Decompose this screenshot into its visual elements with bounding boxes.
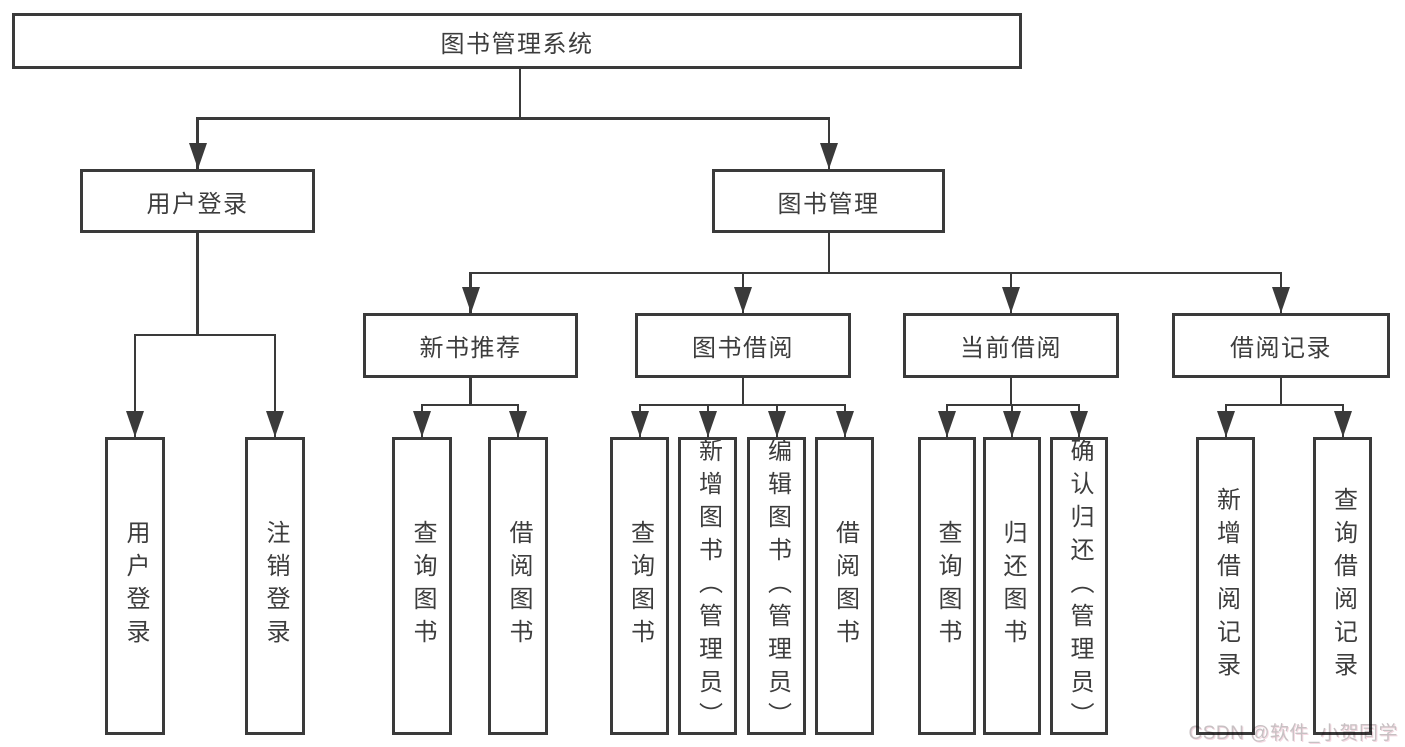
leaf-query-borrow-record: 查询借阅记录 (1313, 437, 1372, 735)
node-book-management: 图书管理 (712, 169, 945, 233)
connector-line (827, 233, 831, 274)
connector-line (133, 334, 137, 437)
arrow-down-icon (461, 287, 480, 313)
leaf-return-books: 归还图书 (983, 437, 1041, 735)
node-label: 用户登录 (146, 190, 249, 218)
arrow-down-icon (836, 411, 854, 437)
node-label: 图书管理 (777, 190, 880, 218)
leaf-query-books-borrow: 查询图书 (610, 437, 669, 735)
node-label: 注销登录 (262, 520, 289, 652)
leaf-edit-books-admin: 编辑图书（管理员） (747, 437, 806, 735)
node-user-login: 用户登录 (80, 169, 315, 233)
node-book-borrowing: 图书借阅 (635, 313, 851, 378)
leaf-logout-login: 注销登录 (245, 437, 305, 735)
node-label: 查询图书 (626, 520, 654, 652)
node-label: 借阅记录 (1230, 335, 1332, 362)
connector-line (273, 334, 277, 437)
node-label: 编辑图书（管理员） (763, 437, 791, 735)
connector-line (469, 271, 1283, 274)
connector-line (196, 233, 199, 336)
connector-line (1009, 378, 1013, 406)
connector-line (638, 403, 847, 406)
node-label: 用户登录 (122, 520, 149, 652)
connector-line (469, 378, 472, 406)
leaf-add-borrow-record: 新增借阅记录 (1196, 437, 1255, 735)
leaf-borrow-books-recommend: 借阅图书 (488, 437, 548, 735)
node-label: 查询图书 (934, 520, 961, 652)
node-label: 查询借阅记录 (1329, 487, 1357, 685)
connector-line (1279, 378, 1283, 406)
node-label: 借阅图书 (505, 520, 532, 652)
connector-line (195, 117, 831, 120)
connector-line (133, 333, 277, 336)
node-label: 新增图书（管理员） (694, 437, 722, 735)
node-borrowing-records: 借阅记录 (1172, 313, 1390, 378)
node-label: 借阅图书 (831, 520, 859, 652)
connector-line (420, 403, 520, 406)
node-label: 确认归还（管理员） (1066, 437, 1093, 735)
leaf-borrow-books-borrow: 借阅图书 (815, 437, 874, 735)
node-current-borrowing: 当前借阅 (903, 313, 1119, 378)
connector-line (518, 69, 522, 119)
arrow-down-icon (938, 411, 956, 437)
watermark: CSDN @软件_小贺同学 (1188, 723, 1398, 744)
arrow-down-icon (820, 143, 838, 169)
arrow-down-icon (509, 411, 527, 437)
arrow-down-icon (126, 411, 144, 437)
arrow-down-icon (188, 143, 207, 169)
leaf-query-books-current: 查询图书 (918, 437, 976, 735)
leaf-confirm-return-admin: 确认归还（管理员） (1050, 437, 1108, 735)
arrow-down-icon (1070, 411, 1088, 437)
arrow-down-icon (631, 411, 649, 437)
node-label: 图书借阅 (692, 335, 794, 362)
arrow-down-icon (1002, 287, 1020, 313)
arrow-down-icon (1217, 411, 1235, 437)
node-label: 新书推荐 (419, 335, 522, 362)
arrow-down-icon (266, 411, 284, 437)
node-label: 查询图书 (409, 520, 436, 652)
node-label: 新增借阅记录 (1212, 487, 1240, 685)
connector-line (1224, 403, 1345, 406)
arrow-down-icon (1272, 287, 1290, 313)
leaf-query-books-recommend: 查询图书 (392, 437, 452, 735)
leaf-user-login: 用户登录 (105, 437, 165, 735)
arrow-down-icon (1334, 411, 1352, 437)
arrow-down-icon (699, 411, 717, 437)
arrow-down-icon (1003, 411, 1021, 437)
node-label: 当前借阅 (960, 335, 1062, 362)
arrow-down-icon (734, 287, 752, 313)
node-label: 图书管理系统 (440, 30, 594, 58)
connector-line (741, 378, 745, 406)
node-new-book-recommendation: 新书推荐 (363, 313, 578, 378)
arrow-down-icon (768, 411, 786, 437)
node-library-system: 图书管理系统 (12, 13, 1022, 69)
node-label: 归还图书 (999, 520, 1026, 652)
leaf-add-books-admin: 新增图书（管理员） (678, 437, 737, 735)
arrow-down-icon (413, 411, 431, 437)
